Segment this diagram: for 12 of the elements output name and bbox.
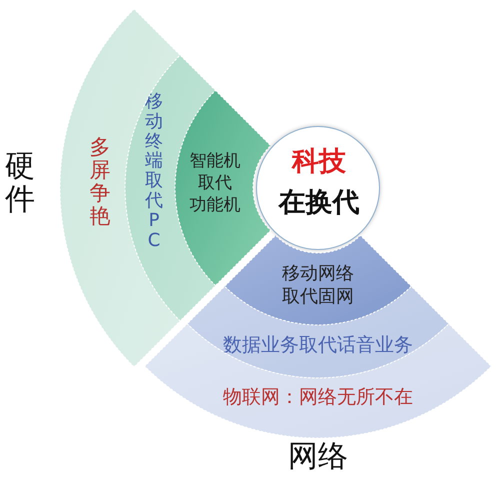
category-label: 硬件 <box>5 150 35 216</box>
segment-text: 移动网络取代固网 <box>281 262 355 309</box>
ring-segment <box>175 90 271 286</box>
center-title: 在换代 <box>277 186 360 220</box>
ring-segment <box>224 235 412 325</box>
segment-text: 数据业务取代话音业务 <box>222 333 414 358</box>
segment-text: 多屏争艳 <box>90 136 110 228</box>
center-title: 科技 <box>290 145 347 179</box>
category-label: 网络 <box>287 438 349 476</box>
segment-text: 物联网：网络无所不在 <box>222 385 414 410</box>
segment-text: 智能机取代功能机 <box>188 150 242 216</box>
ring-segment <box>187 286 449 378</box>
